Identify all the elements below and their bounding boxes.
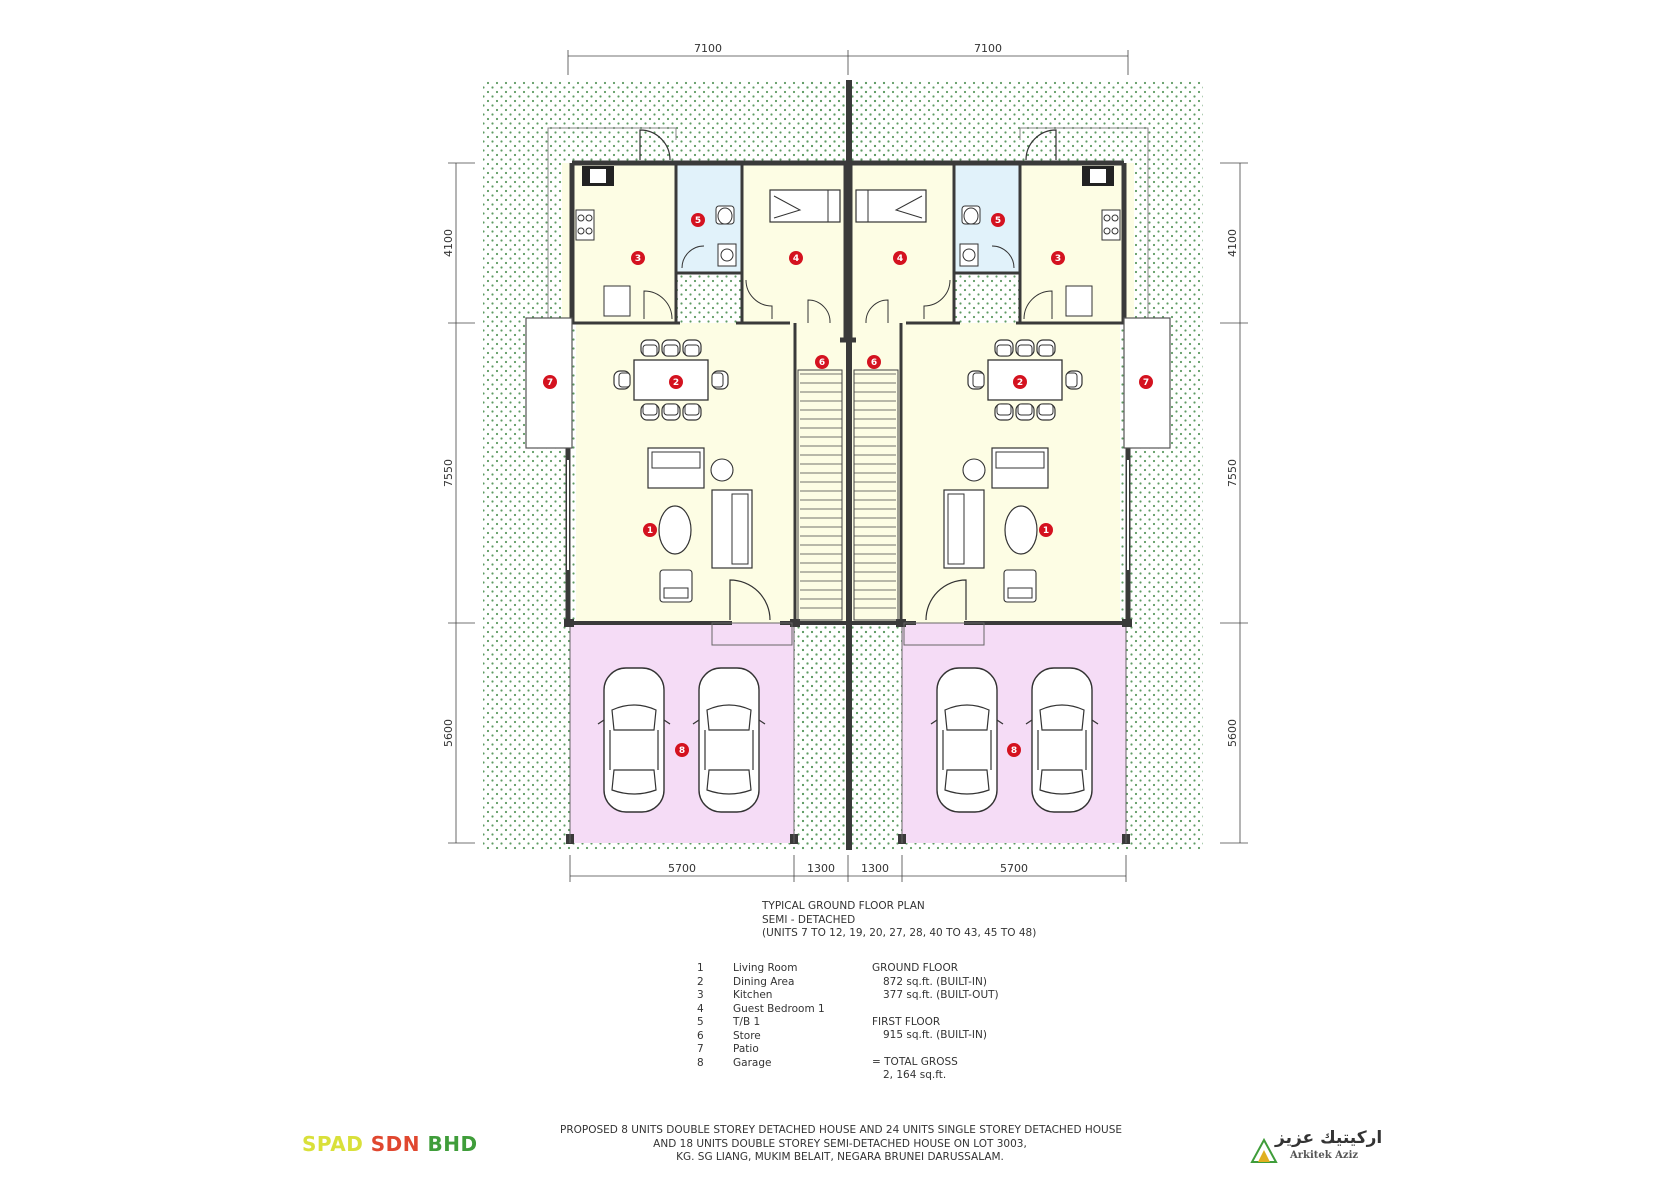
dim-bottom-garage-left: 5700	[668, 862, 696, 875]
project-description: PROPOSED 8 UNITS DOUBLE STOREY DETACHED …	[560, 1124, 1123, 1165]
dim-bottom-gap-right: 1300	[861, 862, 889, 875]
legend-row: 4 Guest Bedroom 1	[697, 1003, 825, 1017]
legend-num: 1	[697, 962, 704, 974]
total-gross-label: = TOTAL GROSS	[872, 1055, 958, 1068]
legend-num: 3	[697, 989, 704, 1001]
badge-dining-right: 2	[1017, 378, 1023, 388]
project-line3: KG. SG LIANG, MUKIM BELAIT, NEGARA BRUNE…	[676, 1151, 1004, 1163]
badge-kitchen-left: 3	[635, 254, 641, 264]
legend-row: 6 Store	[697, 1030, 825, 1044]
project-line1: PROPOSED 8 UNITS DOUBLE STOREY DETACHED …	[560, 1124, 1123, 1136]
legend-row: 8 Garage	[697, 1057, 825, 1071]
company-name: SPAD SDN BHD	[302, 1132, 478, 1156]
legend-num: 7	[697, 1043, 704, 1055]
legend-label: Store	[733, 1029, 761, 1042]
legend-num: 4	[697, 1002, 704, 1015]
first-floor-label: FIRST FLOOR	[872, 1015, 941, 1028]
legend-label: Dining Area	[733, 975, 795, 988]
legend-label: Guest Bedroom 1	[733, 1002, 825, 1015]
ground-floor-label: GROUND FLOOR	[872, 962, 958, 974]
company-word2: SDN	[370, 1132, 421, 1156]
company-word1: SPAD	[302, 1132, 364, 1156]
badge-kitchen-right: 3	[1055, 254, 1061, 264]
legend-row: 7 Patio	[697, 1043, 825, 1057]
first-built-in: 915 sq.ft. (BUILT-IN)	[883, 1029, 987, 1041]
legend-row: 3 Kitchen	[697, 989, 825, 1003]
legend-label: Living Room	[733, 962, 798, 974]
badge-tb-right: 5	[995, 216, 1001, 226]
area-schedule: GROUND FLOOR 872 sq.ft. (BUILT-IN) 377 s…	[872, 962, 999, 1083]
badge-living-right: 1	[1043, 526, 1049, 536]
total-gross-value: 2, 164 sq.ft.	[883, 1069, 947, 1081]
legend-label: T/B 1	[733, 1016, 761, 1028]
dim-right-kitchen: 4100	[1226, 229, 1239, 257]
badge-store-right: 6	[871, 358, 877, 368]
company-word3: BHD	[427, 1132, 478, 1156]
badge-guest-right: 4	[897, 254, 903, 264]
ground-built-out: 377 sq.ft. (BUILT-OUT)	[883, 989, 999, 1001]
dim-top-left: 7100	[694, 42, 722, 55]
dim-left-living: 7550	[442, 459, 455, 487]
legend-num: 5	[697, 1016, 704, 1028]
legend-num: 2	[697, 975, 704, 988]
badge-tb-left: 5	[695, 216, 701, 226]
dim-top-right: 7100	[974, 42, 1002, 55]
dim-left-garage: 5600	[442, 719, 455, 747]
ground-built-in: 872 sq.ft. (BUILT-IN)	[883, 975, 987, 988]
logo-arabic-text: اركيتيك عزيز	[1275, 1128, 1383, 1148]
room-badges: 3 3 5 5 4 4 6 6 2 2 7 7 1 1 8 8	[543, 213, 1153, 757]
party-wall	[846, 80, 852, 850]
badge-living-left: 1	[647, 526, 653, 536]
plan-title-line3: (UNITS 7 TO 12, 19, 20, 27, 28, 40 TO 43…	[762, 927, 1037, 939]
badge-store-left: 6	[819, 358, 825, 368]
dim-right-living: 7550	[1226, 459, 1239, 487]
plan-title: TYPICAL GROUND FLOOR PLAN SEMI - DETACHE…	[762, 900, 1036, 941]
dim-bottom-gap-left: 1300	[807, 862, 835, 875]
badge-garage-left: 8	[679, 746, 685, 756]
logo-name: Arkitek Aziz	[1290, 1150, 1359, 1161]
badge-dining-left: 2	[673, 378, 679, 388]
legend-label: Garage	[733, 1056, 772, 1069]
legend-row: 2 Dining Area	[697, 976, 825, 990]
legend-num: 8	[697, 1056, 704, 1069]
project-line2: AND 18 UNITS DOUBLE STOREY SEMI-DETACHED…	[653, 1137, 1027, 1150]
legend-row: 5 T/B 1	[697, 1016, 825, 1030]
dim-left-kitchen: 4100	[442, 229, 455, 257]
badge-patio-left: 7	[547, 378, 553, 388]
room-legend: 1 Living Room 2 Dining Area 3 Kitchen 4 Gues…	[697, 962, 825, 1070]
dimension-lines	[448, 50, 1248, 882]
legend-label: Patio	[733, 1043, 759, 1055]
legend-num: 6	[697, 1029, 704, 1042]
plan-title-line2: SEMI - DETACHED	[762, 913, 856, 926]
legend-row: 1 Living Room	[697, 962, 825, 976]
stair-treads	[800, 373, 896, 609]
plan-title-line1: TYPICAL GROUND FLOOR PLAN	[762, 900, 925, 912]
dim-right-garage: 5600	[1226, 719, 1239, 747]
badge-patio-right: 7	[1143, 378, 1149, 388]
arkitek-aziz-logo-icon	[1250, 1137, 1278, 1163]
badge-guest-left: 4	[793, 254, 799, 264]
legend-label: Kitchen	[733, 989, 773, 1001]
dim-bottom-garage-right: 5700	[1000, 862, 1028, 875]
badge-garage-right: 8	[1011, 746, 1017, 756]
